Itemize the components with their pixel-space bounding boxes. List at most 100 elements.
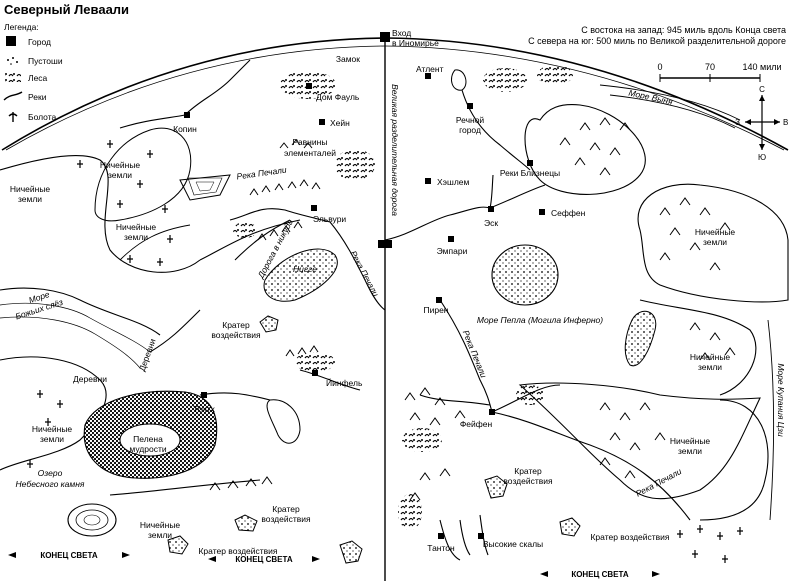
scale-tick-140: 140 мили bbox=[742, 62, 781, 72]
label-krater-2-a: Кратер bbox=[514, 466, 542, 476]
city-label-hein: Хейн bbox=[330, 118, 350, 128]
label-wasteland-nw2-b: земли bbox=[124, 232, 148, 242]
label-ravniny: Равнины bbox=[293, 137, 328, 147]
scale-note-ns: С севера на юг: 500 миль по Великой разд… bbox=[528, 36, 786, 46]
world-end-edge-middle: КОНЕЦ СВЕТА bbox=[208, 555, 320, 564]
label-wasteland-e2-a: Ничейные bbox=[690, 352, 731, 362]
label-wasteland-nw2-a: Ничейные bbox=[116, 222, 157, 232]
city-label-atlent: Атлент bbox=[416, 64, 444, 74]
river-line-icon bbox=[3, 91, 23, 101]
compass-e: В bbox=[783, 118, 788, 127]
compass-rose: С Ю З В bbox=[735, 85, 788, 162]
label-wasteland-e1-a: Ничейные bbox=[695, 227, 736, 237]
label-wasteland-e3-a: Ничейные bbox=[670, 436, 711, 446]
castle-icon bbox=[380, 32, 390, 42]
label-wasteland-sw-a: Ничейные bbox=[32, 424, 73, 434]
label-elementaley: элементалей bbox=[284, 148, 336, 158]
tsitkh-lake bbox=[266, 399, 301, 444]
label-krater-1-a: Кратер bbox=[222, 320, 250, 330]
edge-label-middle: КОНЕЦ СВЕТА bbox=[235, 555, 293, 564]
legend: Город Пустоши Леса Реки Болота bbox=[3, 36, 63, 122]
legend-city-label: Город bbox=[28, 37, 51, 47]
label-nigge: Нигге bbox=[293, 264, 317, 274]
label-v-inomirye: в Иномирье bbox=[392, 38, 439, 48]
map-title: Северный Леваали bbox=[4, 2, 129, 17]
label-more-vyna: Море Выня bbox=[628, 88, 674, 107]
city-label-kheshlem: Хэшлем bbox=[437, 177, 470, 187]
legend-heading: Легенда: bbox=[4, 22, 39, 32]
label-krater-4-a: Кратер bbox=[272, 504, 300, 514]
label-krater-2-b: воздействия bbox=[503, 476, 553, 486]
impact-craters bbox=[167, 315, 581, 564]
label-wasteland-w-a: Ничейные bbox=[10, 184, 51, 194]
city-label-rechnoy-gorod-1: Речной bbox=[456, 115, 485, 125]
world-end-edge-left: КОНЕЦ СВЕТА bbox=[8, 551, 130, 560]
legend-wasteland-label: Пустоши bbox=[28, 56, 63, 66]
east-region-outlines bbox=[419, 104, 789, 521]
rivers bbox=[109, 59, 691, 561]
label-wasteland-w-b: земли bbox=[18, 194, 42, 204]
nw-ridges bbox=[94, 127, 231, 222]
legend-river-label: Реки bbox=[28, 92, 47, 102]
sea-of-wyna-coast bbox=[599, 84, 741, 129]
scale-note-ew: С востока на запад: 945 миль вдоль Конца… bbox=[581, 25, 786, 35]
swamp-icon bbox=[8, 112, 18, 122]
label-vkhod: Вход bbox=[392, 28, 411, 38]
city-label-rechnoy-gorod-2: город bbox=[459, 125, 481, 135]
city-square-icon bbox=[6, 36, 16, 46]
veil-of-wisdom bbox=[83, 390, 218, 479]
label-derevni-1: Деревни bbox=[137, 337, 158, 373]
label-derevni-2: Деревни bbox=[73, 374, 107, 384]
compass-s: Ю bbox=[758, 153, 766, 162]
label-ozero-b: Небесного камня bbox=[16, 479, 85, 489]
label-krater-4-b: воздействия bbox=[261, 514, 311, 524]
label-wasteland-s-a: Ничейные bbox=[140, 520, 181, 530]
label-river-pechali-c: Река Печали bbox=[461, 329, 489, 380]
mountains bbox=[209, 117, 736, 501]
city-label-piren: Пирен bbox=[423, 305, 448, 315]
road-junction-icon bbox=[378, 240, 392, 248]
compass-w: З bbox=[735, 118, 740, 127]
label-krater-3: Кратер воздействия bbox=[198, 546, 277, 556]
label-more-pepla: Море Пепла (Могила Инферно) bbox=[477, 315, 603, 325]
city-label-tsitkh: Тситх bbox=[193, 404, 216, 414]
city-label-feifen: Фейфен bbox=[460, 419, 493, 429]
label-krater-5: Кратер воздействия bbox=[590, 532, 669, 542]
label-river-pechali-mid: Река Печали bbox=[348, 249, 381, 298]
scale-tick-70: 70 bbox=[705, 62, 715, 72]
legend-forest-label: Леса bbox=[28, 73, 48, 83]
scale-tick-0: 0 bbox=[657, 62, 662, 72]
label-wasteland-e2-b: земли bbox=[698, 362, 722, 372]
wasteland-dots-icon bbox=[7, 57, 18, 65]
city-markers bbox=[184, 73, 545, 539]
label-more-kupaniya: Море Купания Цзи bbox=[776, 363, 786, 437]
edge-label-left: КОНЕЦ СВЕТА bbox=[40, 551, 98, 560]
sea-of-kupaniya-coast bbox=[767, 319, 774, 521]
city-label-esk: Эск bbox=[484, 218, 498, 228]
legend-swamp-label: Болота bbox=[28, 112, 57, 122]
label-wasteland-nw1-b: земли bbox=[108, 170, 132, 180]
skystone-lake bbox=[67, 503, 117, 537]
edge-label-right: КОНЕЦ СВЕТА bbox=[571, 570, 629, 579]
label-krater-1-b: воздействия bbox=[211, 330, 261, 340]
city-label-tanton: Тантон bbox=[427, 543, 455, 553]
city-label-seffen: Сеффен bbox=[551, 208, 586, 218]
east-lake bbox=[624, 310, 657, 367]
city-label-elvuri: Эльвури bbox=[313, 214, 346, 224]
label-wasteland-e1-b: земли bbox=[703, 237, 727, 247]
city-label-kopin: Копин bbox=[173, 124, 197, 134]
nigge-lake bbox=[263, 248, 338, 302]
city-label-dom-faul: Дом Фауль bbox=[316, 92, 360, 102]
label-wasteland-nw1-a: Ничейные bbox=[100, 160, 141, 170]
compass-n: С bbox=[759, 85, 765, 94]
roads bbox=[119, 224, 191, 261]
label-pelena-a: Пелена bbox=[133, 434, 163, 444]
city-label-yinfel: Йинфель bbox=[326, 377, 363, 388]
west-coastlines bbox=[0, 155, 301, 471]
label-wasteland-sw-b: земли bbox=[40, 434, 64, 444]
atlent-lake bbox=[451, 69, 467, 91]
label-road-great-divide: Великая разделительная дорога bbox=[390, 84, 400, 216]
label-ozero-a: Озеро bbox=[38, 468, 63, 478]
scale-bar: 0 70 140 мили bbox=[657, 62, 782, 82]
